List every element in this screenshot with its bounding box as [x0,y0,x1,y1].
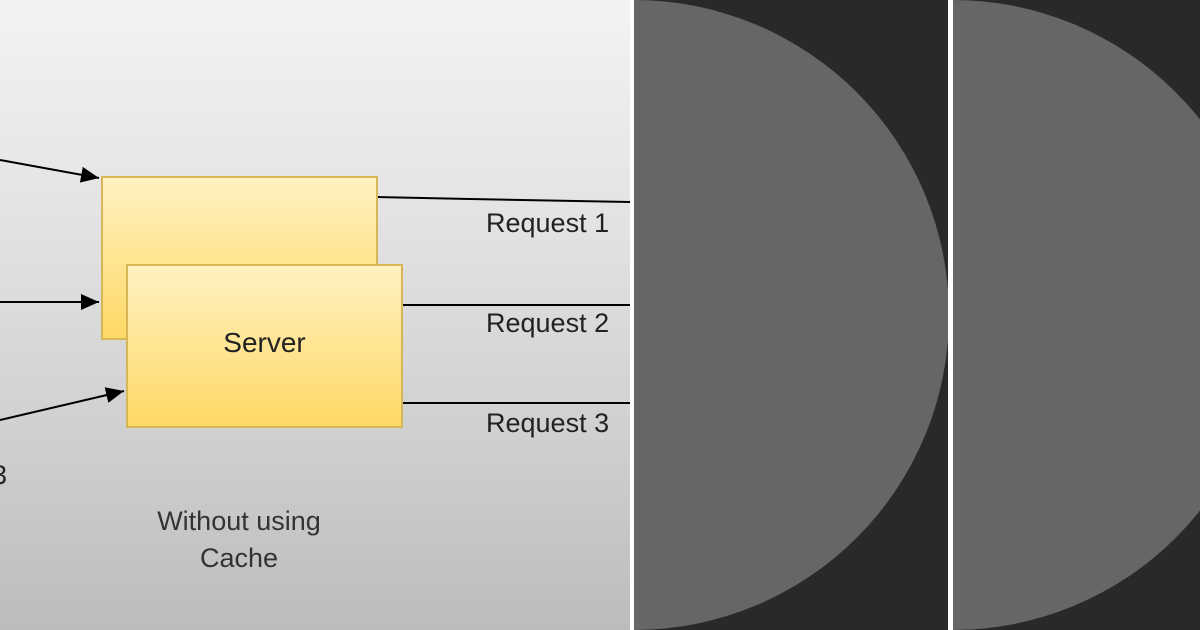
server-box-front: Server [126,264,403,428]
half-circle-shape [953,0,1200,630]
client-label-partial: 3 [0,460,7,491]
server-label: Server [223,327,306,358]
dark-panel-right [953,0,1200,630]
dark-panel-left [634,0,948,630]
cache-diagram-panel: Server Request 1 Request 2 Request 3 3 W… [0,0,630,630]
half-circle-shape [634,0,948,630]
request-label-3: Request 3 [486,408,610,438]
dark-panel-divider [948,0,953,630]
caption-line-1: Without using [157,506,321,536]
diagram-caption: Without using Cache [128,503,350,577]
panel-divider [630,0,634,630]
caption-line-2: Cache [199,543,279,573]
request-line-1 [377,196,630,203]
request-label-2: Request 2 [486,308,610,338]
connector-lines [0,159,630,421]
incoming-arrow-3 [0,387,125,421]
request-label-1: Request 1 [486,208,610,238]
incoming-arrow-1 [0,159,100,183]
